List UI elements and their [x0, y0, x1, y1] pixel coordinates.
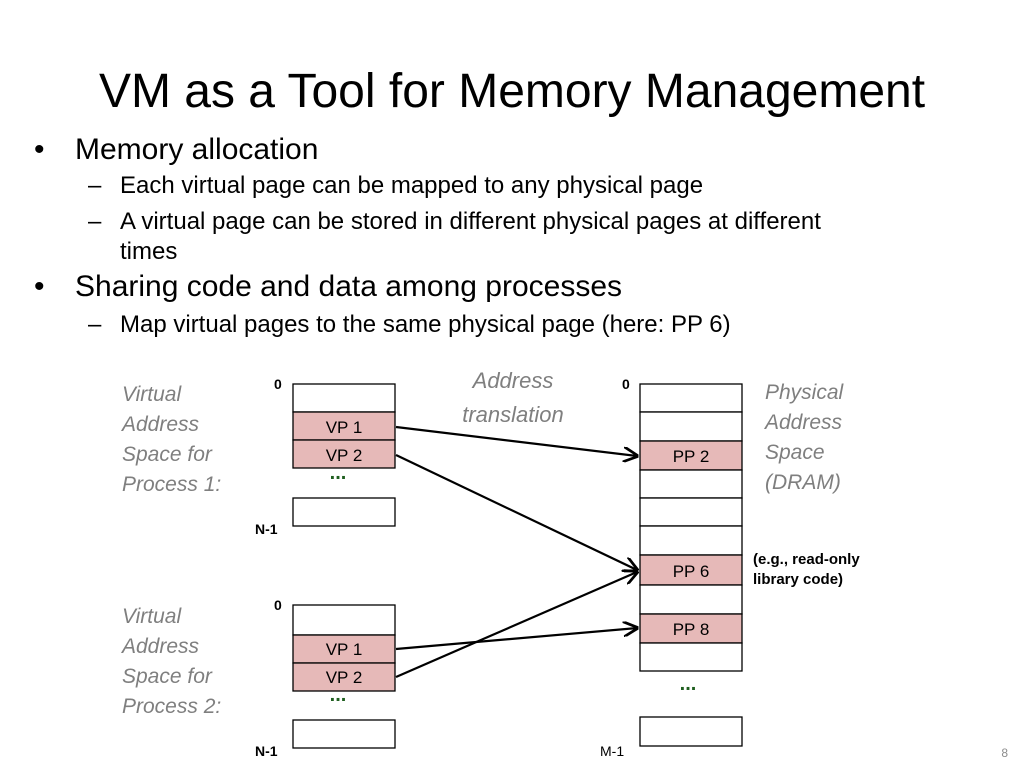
pas-label: Physical Address Space (DRAM): [765, 381, 844, 494]
bullet-memory-allocation: Memory allocation: [75, 133, 319, 166]
vas1-vp2: [292, 439, 396, 469]
bullet-marker: •: [34, 133, 45, 166]
dash-marker: –: [88, 172, 102, 199]
arrow-p2-vp1-to-pp8: [395, 628, 637, 651]
vas1-page-0: [292, 383, 396, 413]
arrow-p1-vp1-to-pp2: [395, 425, 637, 456]
pas-page-0: [639, 383, 743, 413]
vas2-column: 0 VP 1 VP 2 ... N-1: [255, 597, 396, 759]
pas-pp8-label: PP 8: [673, 620, 710, 639]
pas-ellipsis: ...: [680, 673, 697, 695]
vas2-vp1-label: VP 1: [326, 640, 363, 659]
vas1-n-minus-1-label: N-1: [255, 521, 278, 537]
pas-page-1: [639, 411, 743, 442]
pas-zero-label: 0: [622, 376, 630, 392]
sub-bullet-any-physical-page: Each virtual page can be mapped to any p…: [120, 172, 704, 199]
sub-bullet-different-pages-cont: times: [120, 238, 178, 265]
vas2-page-last: [292, 719, 396, 749]
pas-page-9: [639, 642, 743, 672]
pas-page-last: [639, 716, 743, 747]
slide-number: 8: [1001, 746, 1008, 760]
slide-title: VM as a Tool for Memory Management: [98, 65, 926, 118]
vas2-vp1: [292, 634, 396, 664]
dash-marker: –: [88, 208, 102, 235]
vas2-page-0: [292, 604, 396, 636]
pas-pp6-label: PP 6: [673, 562, 710, 581]
vas1-label: Virtual Address Space for Process 1:: [122, 383, 222, 496]
vas1-vp1-label: VP 1: [326, 418, 363, 437]
vas2-ellipsis: ...: [330, 684, 347, 706]
vas1-vp2-label: VP 2: [326, 446, 363, 465]
pas-page-7: [639, 584, 743, 615]
pas-column: 0 PP 2 PP 6 PP 8 ... M-1: [600, 376, 743, 759]
arrow-p1-vp2-to-pp6: [395, 454, 637, 570]
sub-bullet-different-pages: A virtual page can be stored in differen…: [120, 208, 821, 235]
pas-pp2: [639, 440, 743, 471]
vas2-label: Virtual Address Space for Process 2:: [122, 605, 222, 718]
bullet-marker: •: [34, 270, 45, 303]
dash-marker: –: [88, 311, 102, 338]
vas1-zero-label: 0: [274, 376, 282, 392]
pas-page-3: [639, 469, 743, 499]
read-only-note: (e.g., read-only library code): [753, 551, 860, 588]
vas2-vp2: [292, 662, 396, 692]
vas1-ellipsis: ...: [330, 462, 347, 484]
arrow-p2-vp2-to-pp6: [395, 572, 637, 679]
vas2-zero-label: 0: [274, 597, 282, 613]
address-translation-label: Address translation: [462, 368, 564, 427]
vas2-n-minus-1-label: N-1: [255, 743, 278, 759]
vas2-vp2-label: VP 2: [326, 668, 363, 687]
pas-m-minus-1-label: M-1: [600, 743, 624, 759]
bullet-sharing: Sharing code and data among processes: [75, 270, 623, 303]
pas-pp8: [639, 613, 743, 644]
vas1-column: 0 VP 1 VP 2 ... N-1: [255, 376, 396, 537]
pas-page-4: [639, 497, 743, 527]
sub-bullet-same-physical-page: Map virtual pages to the same physical p…: [120, 311, 731, 338]
pas-page-5: [639, 525, 743, 556]
pas-pp2-label: PP 2: [673, 447, 710, 466]
vas1-page-last: [292, 497, 396, 527]
